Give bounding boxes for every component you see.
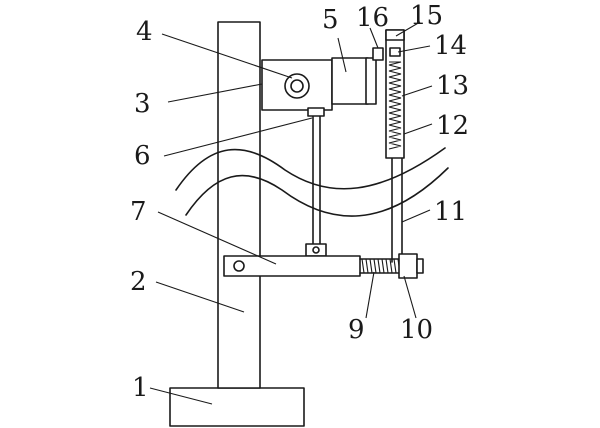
label-1: 1 [132, 373, 149, 403]
label-12: 12 [436, 111, 469, 141]
leader-16 [369, 27, 379, 49]
rod-collar-bolt [312, 246, 320, 254]
leader-6 [163, 117, 313, 157]
label-14: 14 [434, 31, 467, 61]
cable-lower-edge [185, 167, 449, 217]
label-15: 15 [410, 1, 443, 31]
base-block [169, 387, 305, 427]
leader-10 [403, 275, 417, 319]
label-6: 6 [134, 141, 151, 171]
leader-3 [167, 83, 263, 103]
leader-11 [401, 209, 431, 223]
leader-7 [157, 211, 277, 265]
label-5: 5 [322, 5, 339, 35]
adjusting-screw [361, 258, 401, 274]
label-2: 2 [130, 267, 147, 297]
label-13: 13 [436, 71, 469, 101]
leader-12 [403, 123, 433, 135]
leader-14 [397, 45, 431, 53]
lock-nut [398, 253, 418, 279]
lower-arm [223, 255, 361, 277]
leader-4 [161, 33, 293, 79]
vertical-column [217, 21, 261, 389]
leader-5 [337, 37, 347, 73]
adjustment-knob-center [290, 79, 304, 93]
head-plate [365, 57, 377, 105]
rod-collar-top [307, 107, 325, 117]
label-4: 4 [136, 17, 153, 47]
label-7: 7 [130, 197, 147, 227]
label-16: 16 [356, 3, 389, 33]
label-9: 9 [348, 315, 365, 345]
scale-spring [388, 61, 402, 150]
label-10: 10 [400, 315, 433, 345]
lower-arm-hole [233, 260, 245, 272]
small-clip [372, 47, 384, 61]
scale-top-cap [385, 29, 405, 41]
leader-13 [401, 85, 433, 97]
leader-2 [155, 281, 245, 313]
leader-9 [365, 271, 375, 319]
lock-nut-cap [416, 258, 424, 274]
label-3: 3 [134, 89, 151, 119]
label-11: 11 [434, 197, 467, 227]
leader-1 [149, 387, 213, 405]
leader-15 [395, 21, 421, 37]
cable-upper-edge [175, 147, 446, 191]
head-block [331, 57, 369, 105]
